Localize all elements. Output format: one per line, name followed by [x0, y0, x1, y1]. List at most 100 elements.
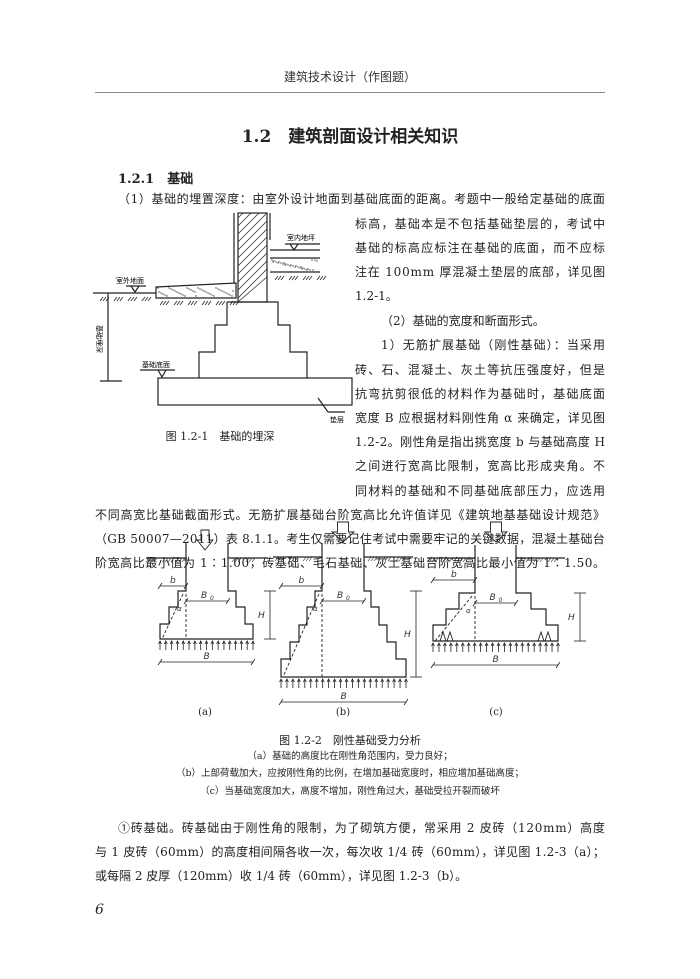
ground-hatch: [181, 557, 186, 563]
ground-hatch: [305, 556, 310, 562]
concrete-dot: [301, 268, 303, 270]
concrete-dot: [174, 290, 176, 292]
reaction-arrow: [404, 678, 408, 683]
ground-hatch: [395, 556, 400, 562]
concrete-dot: [170, 288, 172, 290]
body-line: 之间进行宽高比限制，宽高比形成夹角。不: [355, 459, 607, 473]
reaction-arrow: [308, 678, 313, 683]
reaction-arrow: [210, 640, 215, 645]
reaction-arrow: [508, 642, 513, 647]
wall-hatch: [237, 220, 268, 251]
crack-mark: [446, 630, 454, 642]
load-arrow-icon: [196, 529, 214, 551]
reaction-arrow: [233, 640, 238, 645]
page-number: 6: [95, 902, 104, 918]
load-arrow-icon: [330, 521, 356, 543]
concrete-dot: [180, 293, 182, 295]
reaction-arrow: [222, 640, 226, 645]
ground-hatch: [291, 275, 296, 281]
ground-hatch: [190, 300, 195, 306]
ground-hatch: [550, 557, 555, 563]
reaction-arrow: [520, 642, 525, 647]
wall-hatch: [237, 260, 268, 291]
ground-hatch: [305, 275, 310, 281]
B-label: B: [341, 692, 347, 702]
ground-hatch: [204, 300, 209, 306]
body-line: 阶宽高比最小值为 1∶1.00，砖基础、毛石基础、灰土基础台阶宽高比最小值为 1…: [95, 556, 606, 570]
concrete-dot: [178, 292, 180, 294]
concrete-dot: [157, 287, 159, 289]
b-label: b: [299, 576, 305, 586]
ground-hatch: [401, 556, 406, 562]
dimension-tick: [319, 597, 325, 605]
ground-hatch: [221, 300, 226, 306]
reaction-arrow: [466, 642, 471, 647]
ground-hatch: [234, 557, 239, 563]
concrete-dot: [272, 261, 274, 263]
stepped-footing: [198, 301, 308, 378]
reaction-arrow: [285, 678, 289, 683]
reaction-arrow: [380, 678, 385, 683]
concrete-dot: [217, 288, 219, 290]
body-line: 注在 100mm 厚混凝土垫层的底部，详见图: [355, 265, 606, 279]
wall-hatch: [237, 244, 268, 275]
ground-hatch: [367, 556, 372, 562]
ground-hatch: [178, 557, 183, 563]
body-line: 不同高宽比基础截面形式。无筋扩展基础台阶宽高比允许值详见《建筑地基基础设计规范》: [95, 508, 606, 522]
concrete-dot: [300, 266, 302, 268]
concrete-dot: [219, 289, 221, 291]
ground-hatch: [381, 556, 386, 562]
ground-hatch: [525, 557, 530, 563]
reaction-arrow: [314, 678, 319, 683]
reaction-arrow: [302, 678, 307, 683]
foundation-outline: [159, 543, 254, 640]
foundation-bottom-label: 基础底面: [142, 360, 170, 369]
b-label: b: [170, 576, 176, 586]
reaction-arrow: [320, 678, 325, 683]
reaction-arrow: [193, 640, 197, 645]
rigid-angle-line: [434, 595, 473, 642]
cushion-label: 垫层: [330, 415, 344, 424]
outdoor-ground-label: 室外地面: [116, 276, 144, 285]
ground-hatch: [459, 557, 464, 563]
ground-hatch: [119, 296, 124, 302]
ground-hatch: [102, 296, 107, 302]
concrete-dot: [209, 293, 211, 295]
ground-hatch: [105, 296, 110, 302]
figure-note-a: （a）基础的高度比在刚性角范围内，受力良好；: [247, 751, 453, 762]
ground-hatch: [384, 556, 389, 562]
concrete-dot: [292, 265, 294, 267]
dimension-tick: [183, 582, 189, 590]
ground-hatch: [113, 296, 118, 302]
body-line: （1）基础的埋置深度：由室外设计地面到基础底面的距离。考题中一般给定基础的底面: [118, 192, 606, 206]
ground-hatch: [187, 300, 192, 306]
concrete-dot: [199, 288, 201, 290]
reaction-arrow: [398, 678, 402, 683]
b0-label: B: [337, 591, 343, 601]
reaction-arrow: [526, 642, 531, 647]
ground-hatch: [319, 275, 324, 281]
reaction-arrow: [175, 640, 180, 645]
ground-hatch: [387, 556, 392, 562]
ground-hatch: [141, 296, 146, 302]
crack-mark: [544, 630, 552, 642]
h-label: H: [404, 630, 411, 640]
concrete-dot: [207, 292, 209, 294]
b0-subscript: 0: [210, 595, 214, 602]
wall-hatch: [237, 212, 244, 219]
concrete-dot: [302, 267, 304, 269]
concrete-dot: [168, 287, 170, 289]
reaction-arrow: [251, 640, 255, 645]
ground-hatch: [274, 556, 279, 562]
ground-hatch: [373, 556, 378, 562]
concrete-dot: [285, 263, 287, 265]
dimension-tick: [319, 582, 325, 590]
reaction-arrow: [502, 642, 507, 647]
concrete-dot: [297, 266, 299, 268]
reaction-arrow: [374, 678, 379, 683]
body-line: 标高，基础本是不包括基础垫层的，考试中: [355, 217, 607, 231]
crack-mark: [439, 630, 447, 642]
concrete-dot: [311, 259, 313, 261]
reaction-arrow: [490, 642, 495, 647]
dimension-tick: [250, 658, 256, 666]
